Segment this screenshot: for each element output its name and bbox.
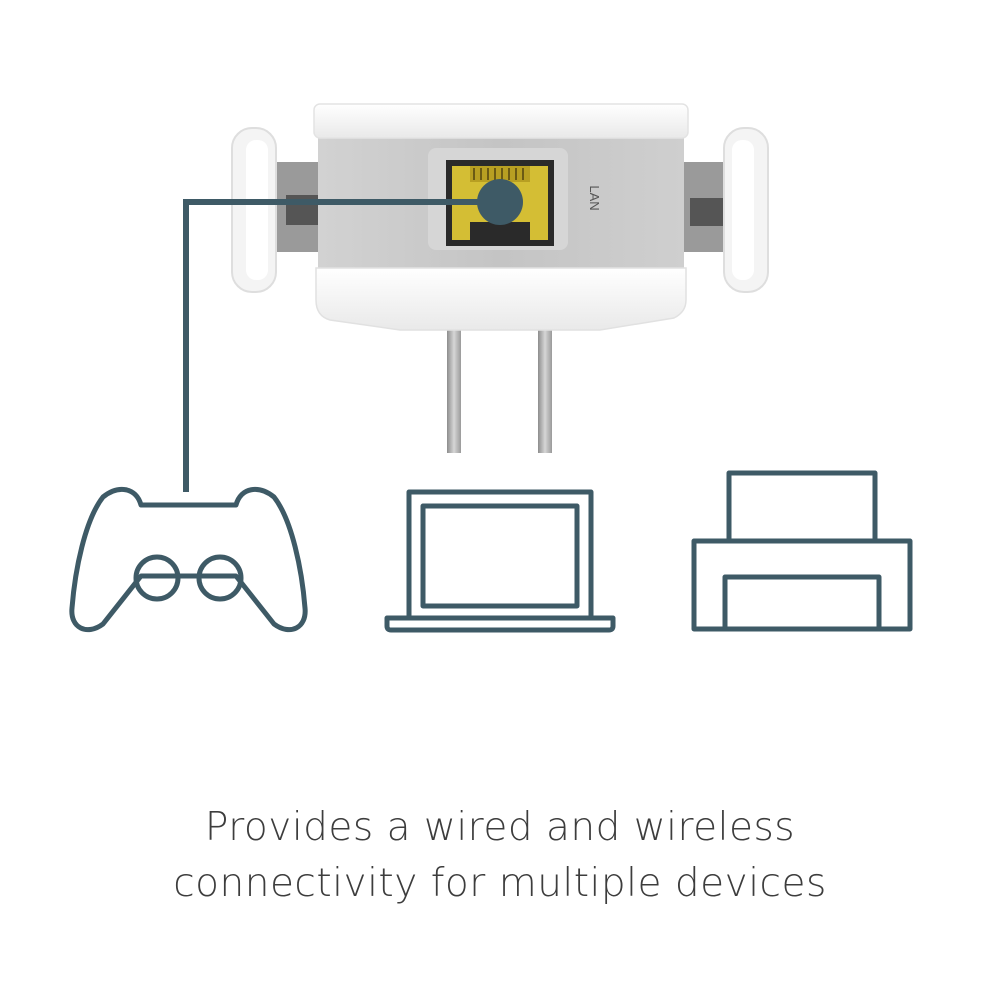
- caption-line-2: connectivity for multiple devices: [173, 861, 827, 906]
- game-controller-icon: [69, 487, 308, 632]
- connection-line: [183, 179, 523, 492]
- right-antenna: [678, 127, 769, 293]
- laptop-icon: [384, 489, 616, 633]
- range-extender-device: LAN: [231, 103, 769, 453]
- connection-endpoint: [477, 179, 523, 225]
- plug-prong-right: [538, 325, 552, 453]
- left-antenna: [231, 127, 322, 293]
- caption: Provides a wired and wireless connectivi…: [0, 800, 1000, 912]
- lan-port-label: LAN: [587, 185, 602, 210]
- printer-icon: [691, 470, 913, 632]
- caption-line-1: Provides a wired and wireless: [204, 805, 796, 850]
- plug-prong-left: [447, 325, 461, 453]
